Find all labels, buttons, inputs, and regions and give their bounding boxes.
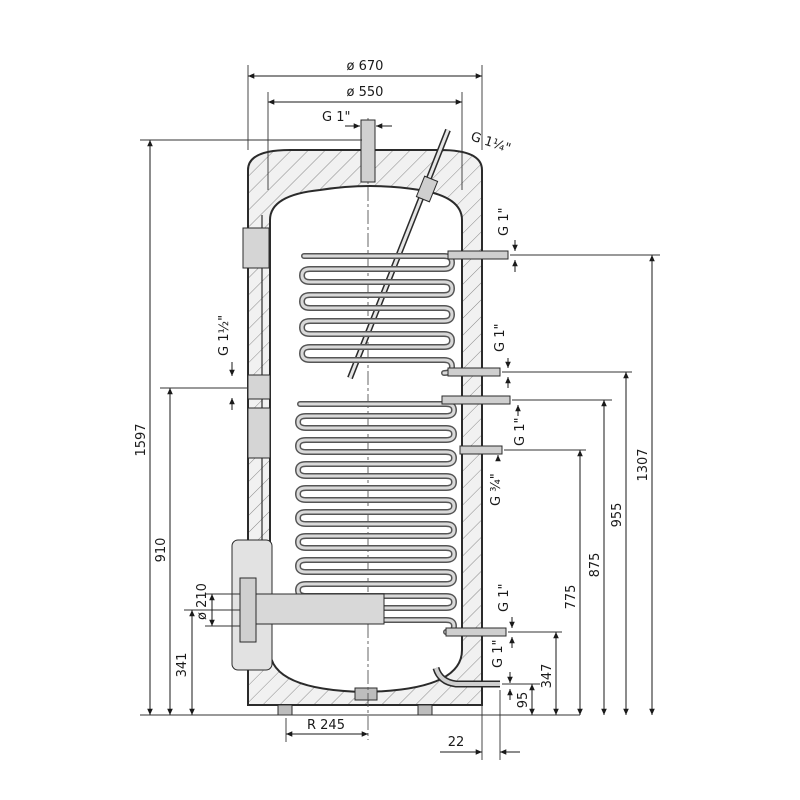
- heating-element: [255, 593, 385, 625]
- side-port-lower: [247, 407, 271, 459]
- foot-left: [277, 704, 293, 716]
- label-height-955: 955: [610, 503, 625, 528]
- pipe-upper-coil-inlet: [447, 250, 509, 260]
- label-middle-connection: G 1": [513, 418, 528, 446]
- label-top-connection: G 1": [322, 110, 350, 125]
- label-upper-coil-inlet: G 1": [497, 208, 512, 236]
- label-outer-diameter: ø 670: [347, 59, 384, 74]
- label-side-height: 910: [154, 538, 169, 563]
- label-height-95: 95: [516, 692, 531, 709]
- left-connections: [231, 227, 385, 671]
- label-upper-coil-outlet: G 1": [493, 324, 508, 352]
- bottom-plug: [354, 687, 378, 701]
- label-sensor-well: G 1¼": [469, 130, 513, 157]
- label-total-height: 1597: [134, 423, 149, 456]
- label-offset: 22: [448, 735, 465, 750]
- right-connections: [432, 250, 511, 688]
- label-recirculation: G ¾": [489, 473, 504, 506]
- foot-right: [417, 704, 433, 716]
- label-height-775: 775: [564, 585, 579, 610]
- flange-plate: [239, 577, 257, 643]
- pipe-lower-coil-inlet-top: [441, 395, 511, 405]
- pipe-recirculation: [459, 445, 503, 455]
- label-height-347: 347: [540, 664, 555, 689]
- label-height-875: 875: [588, 553, 603, 578]
- label-flange-diameter: ø 210: [195, 583, 210, 620]
- side-port-upper: [247, 374, 271, 400]
- pipe-upper-coil-outlet: [447, 367, 501, 377]
- label-inner-diameter: ø 550: [347, 85, 384, 100]
- label-side-connection: G 1½": [217, 315, 232, 356]
- label-lower-coil-inlet: G 1": [497, 584, 512, 612]
- labels: ø 670 ø 550 G 1" G 1¼" G 1" G 1" G 1" G …: [134, 59, 651, 750]
- top-connection: [360, 119, 376, 183]
- thermometer-port: [242, 227, 270, 269]
- label-flange-height: 341: [175, 653, 190, 678]
- upper-coil: [298, 253, 456, 376]
- label-radius: R 245: [307, 718, 345, 733]
- label-height-1307: 1307: [636, 448, 651, 481]
- dimensions: [140, 65, 660, 760]
- upper-coil-tube: [300, 254, 454, 375]
- label-drain: G 1": [491, 640, 506, 668]
- pipe-lower-coil-outlet: [445, 627, 507, 637]
